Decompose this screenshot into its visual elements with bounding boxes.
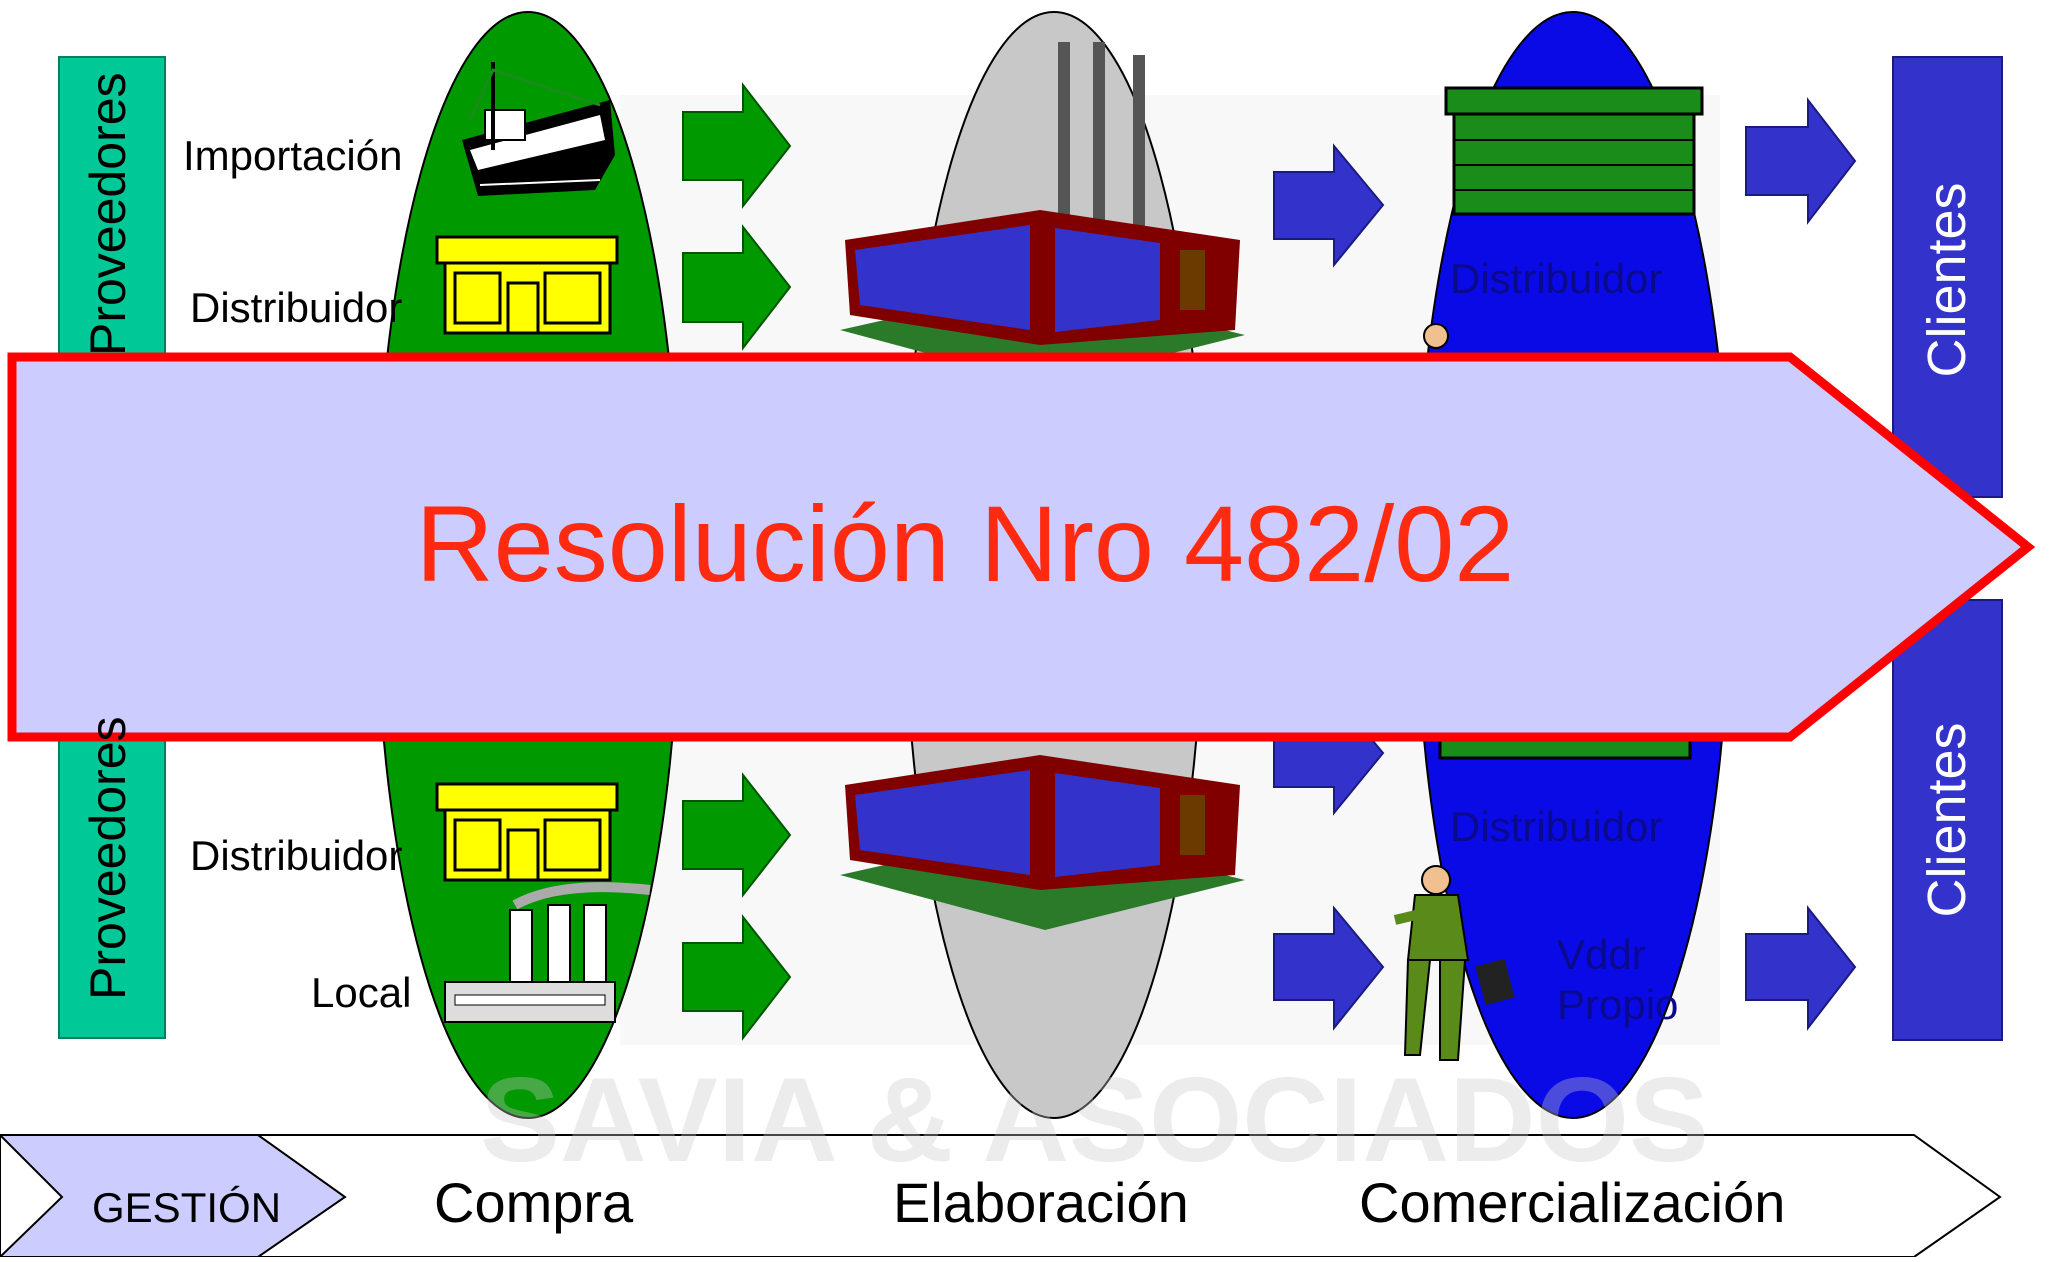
ship-icon [462,62,615,196]
blue-arrow-prod-1 [1273,143,1385,268]
green-arrow-2 [682,224,792,351]
factory-icon-bottom [840,755,1245,930]
stage-label-comercializacion: Comercialización [1359,1171,1786,1234]
resolution-banner-text: Resolución Nro 482/02 [415,483,1515,604]
distributor-building-icon-top [1444,86,1704,216]
businessman-head-icon [1423,323,1449,349]
commercial-distributor-label-top: Distribuidor [1450,255,1663,302]
green-arrow-3 [682,772,792,898]
factory-icon-top [840,42,1245,385]
suppliers-box-top [58,56,166,358]
suppliers-label-bottom: Proveedores [80,716,136,1001]
stage-label-compra: Compra [434,1171,634,1234]
commercial-distributor-label-bottom: Distribuidor [1450,803,1663,850]
gestion-label: GESTIÓN [92,1184,282,1231]
clients-box-bottom [1892,599,2003,1041]
local-factory-icon [444,882,651,1023]
blue-arrow-prod-3 [1273,905,1385,1031]
commercial-own-seller-label: Vddr Propio [1557,931,1679,1029]
businessman-icon [1393,865,1515,1061]
supplier-distributor-label-top: Distribuidor [190,284,403,331]
blue-arrow-client-1 [1745,97,1857,225]
suppliers-label-top: Proveedores [80,72,136,357]
timeline-arrow [0,1134,2002,1258]
resolution-banner [7,352,2036,742]
green-arrow-4 [682,914,792,1041]
supplier-distributor-label-bottom: Distribuidor [190,832,403,879]
clients-box-top [1892,56,2003,498]
clients-label-top: Clientes [1917,182,1977,378]
supplier-local-label: Local [311,969,412,1016]
clients-label-bottom: Clientes [1917,722,1977,918]
green-arrow-1 [682,82,792,209]
store-icon-bottom [435,782,619,882]
blue-arrow-client-2 [1745,905,1857,1031]
store-icon-top [435,235,619,335]
watermark-text: SAVIA & ASOCIADOS [480,1053,1710,1187]
stage-label-elaboracion: Elaboración [893,1171,1189,1234]
supplier-import-label: Importación [183,132,403,179]
